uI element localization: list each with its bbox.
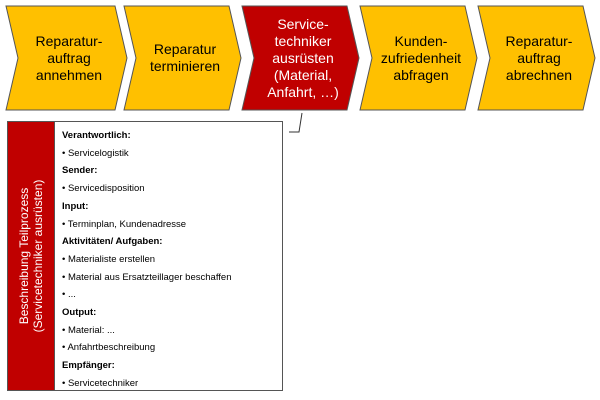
side-title: Beschreibung Teilprozess (Servicetechnik…	[17, 179, 45, 333]
side-title-bar: Beschreibung Teilprozess (Servicetechnik…	[8, 122, 55, 390]
section-heading: Output:	[62, 307, 97, 319]
step-3-label: Service- techniker ausrüsten (Material, …	[267, 15, 339, 100]
list-item: • Material aus Ersatzteillager beschaffe…	[62, 271, 232, 283]
list-item: • Servicetechniker	[62, 377, 139, 389]
list-item: • Servicedisposition	[62, 183, 145, 195]
list-item: • Anfahrtbeschreibung	[62, 342, 156, 354]
list-item: • Servicelogistik	[62, 147, 129, 159]
list-item: • Material: ...	[62, 324, 115, 336]
section-heading: Empfänger:	[62, 360, 115, 372]
chevron-4[interactable]	[359, 5, 478, 111]
list-item: • ...	[62, 289, 76, 301]
list-item: • Materialiste erstellen	[62, 253, 156, 265]
section-heading: Sender:	[62, 165, 98, 177]
connector-line	[289, 112, 303, 133]
section-heading: Aktivitäten/ Aufgaben:	[62, 236, 163, 248]
step-5-label: Reparatur- auftrag abrechnen	[505, 32, 573, 83]
chevron-5[interactable]	[477, 5, 596, 111]
list-item: • Terminplan, Kundenadresse	[62, 218, 187, 230]
section-heading: Verantwortlich:	[62, 130, 131, 141]
step-1-label: Reparatur- auftrag annehmen	[35, 32, 103, 83]
chevron-1[interactable]	[5, 5, 128, 111]
subprocess-description: Beschreibung Teilprozess (Servicetechnik…	[7, 121, 283, 391]
chevron-2[interactable]	[123, 5, 242, 111]
step-4-label: Kunden- zufriedenheit abfragen	[380, 32, 462, 83]
chevron-3[interactable]	[241, 5, 360, 111]
step-2-label: Reparatur terminieren	[149, 41, 221, 74]
section-heading: Input:	[62, 200, 89, 212]
